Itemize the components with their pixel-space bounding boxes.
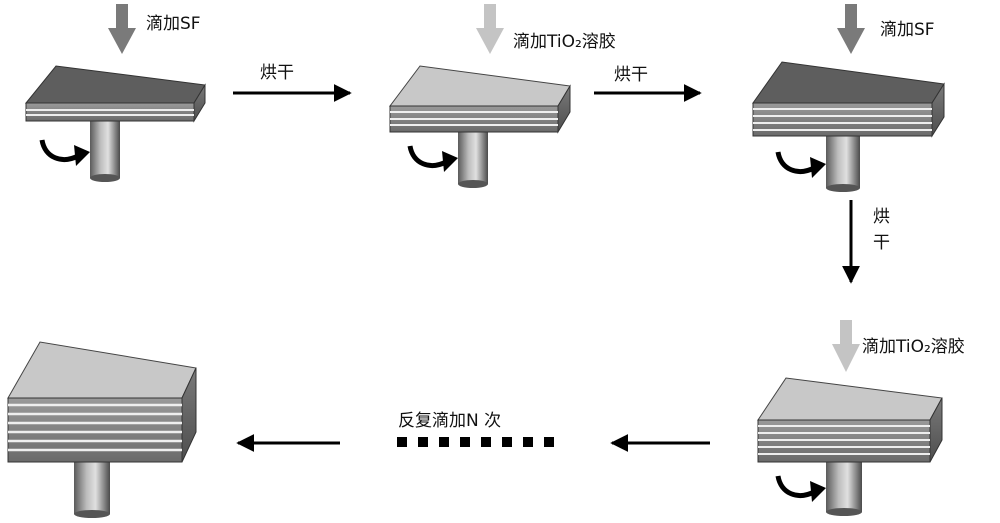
spin-coater-4: [757, 377, 943, 516]
rotation-arrow-icon: [39, 139, 90, 166]
tio2-top-layer: [389, 65, 571, 107]
sf-top-layer: [24, 65, 206, 104]
dot: [523, 437, 533, 447]
rotation-arrow-icon: [407, 145, 458, 172]
step-1-label: 滴加SF: [146, 14, 201, 34]
flow-arrow-1: 烘干: [233, 63, 352, 102]
dot: [460, 437, 470, 447]
dry-label-2: 烘干: [614, 65, 648, 85]
spin-coater-3: [752, 61, 945, 192]
dry-label-3-line1: 烘: [873, 207, 890, 227]
layer-stripes: [8, 403, 182, 452]
drop-arrow-sf-icon: [108, 4, 136, 54]
drop-arrow-tio2-icon: [832, 320, 860, 372]
stage-2: 滴加TiO₂溶胶: [389, 4, 616, 188]
rotation-arrow-icon: [775, 151, 826, 178]
spin-coater-1: [24, 65, 206, 182]
final-multilayer-film: [7, 341, 197, 518]
dot: [481, 437, 491, 447]
dot: [418, 437, 428, 447]
repeat-label: 反复滴加N 次: [398, 411, 501, 431]
dry-label-3-line2: 干: [873, 233, 890, 253]
sf-top-layer: [752, 61, 945, 104]
stage-4: 滴加TiO₂溶胶: [757, 320, 965, 516]
flow-arrow-3: 烘 干: [842, 200, 890, 284]
tio2-top-layer: [7, 341, 197, 399]
drop-arrow-tio2-icon: [476, 4, 504, 54]
dot: [544, 437, 554, 447]
step-2-label: 滴加TiO₂溶胶: [513, 32, 616, 52]
drop-arrow-sf-icon: [837, 4, 865, 54]
spin-coater-2: [389, 65, 571, 188]
stage-3: 滴加SF: [752, 4, 945, 192]
dry-label-1: 烘干: [260, 63, 294, 83]
dot: [397, 437, 407, 447]
repeat-indicator: 反复滴加N 次: [397, 411, 554, 447]
dot: [439, 437, 449, 447]
dot: [502, 437, 512, 447]
stage-1: 滴加SF: [24, 4, 206, 182]
step-4-label: 滴加TiO₂溶胶: [862, 337, 965, 357]
flow-arrow-2: 烘干: [594, 65, 702, 102]
dotted-line-icon: [397, 437, 554, 447]
tio2-top-layer: [757, 377, 943, 421]
step-3-label: 滴加SF: [880, 20, 935, 40]
rotation-arrow-icon: [775, 475, 826, 502]
